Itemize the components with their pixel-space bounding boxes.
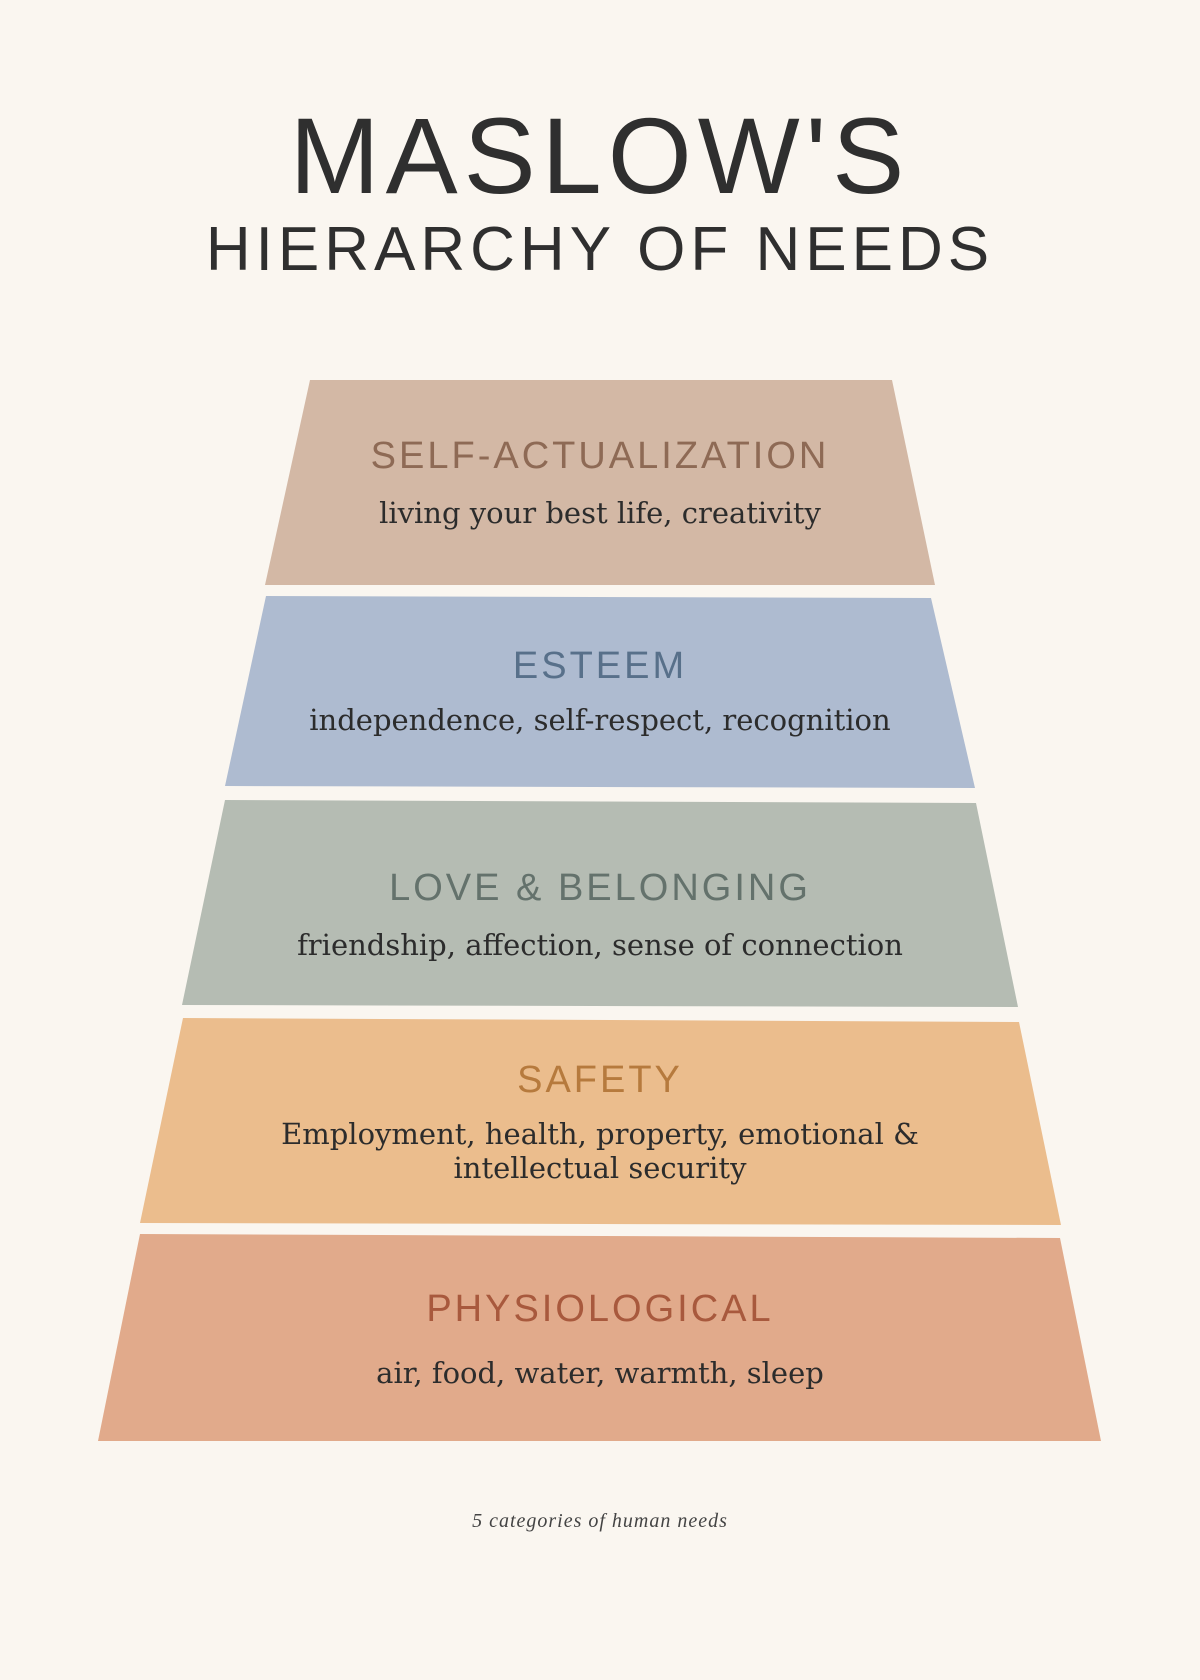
tier-name-esteem: ESTEEM — [512, 645, 688, 687]
title-hierarchy-of-needs: HIERARCHY OF NEEDS — [205, 215, 995, 284]
tier-shape-physiological — [98, 1234, 1101, 1441]
tier-shape-love-belonging — [182, 800, 1018, 1007]
title-maslows: MASLOW'S — [289, 95, 911, 216]
tier-desc-safety-line1: Employment, health, property, emotional … — [281, 1117, 919, 1151]
tier-name-physiological: PHYSIOLOGICAL — [426, 1288, 774, 1330]
tier-name-love-belonging: LOVE & BELONGING — [389, 867, 811, 909]
tier-name-self-actualization: SELF-ACTUALIZATION — [370, 435, 830, 477]
tier-desc-love-belonging: friendship, affection, sense of connecti… — [297, 928, 903, 962]
footer-caption: 5 categories of human needs — [472, 1510, 728, 1532]
tier-desc-self-actualization: living your best life, creativity — [379, 496, 821, 530]
tier-shape-safety — [140, 1018, 1061, 1225]
tier-shape-esteem — [225, 596, 975, 788]
tier-desc-esteem: independence, self-respect, recognition — [309, 703, 891, 737]
tier-name-safety: SAFETY — [517, 1059, 683, 1101]
tier-desc-safety-line2: intellectual security — [453, 1151, 747, 1185]
tier-desc-physiological: air, food, water, warmth, sleep — [376, 1356, 824, 1390]
tier-shape-self-actualization — [265, 380, 935, 585]
